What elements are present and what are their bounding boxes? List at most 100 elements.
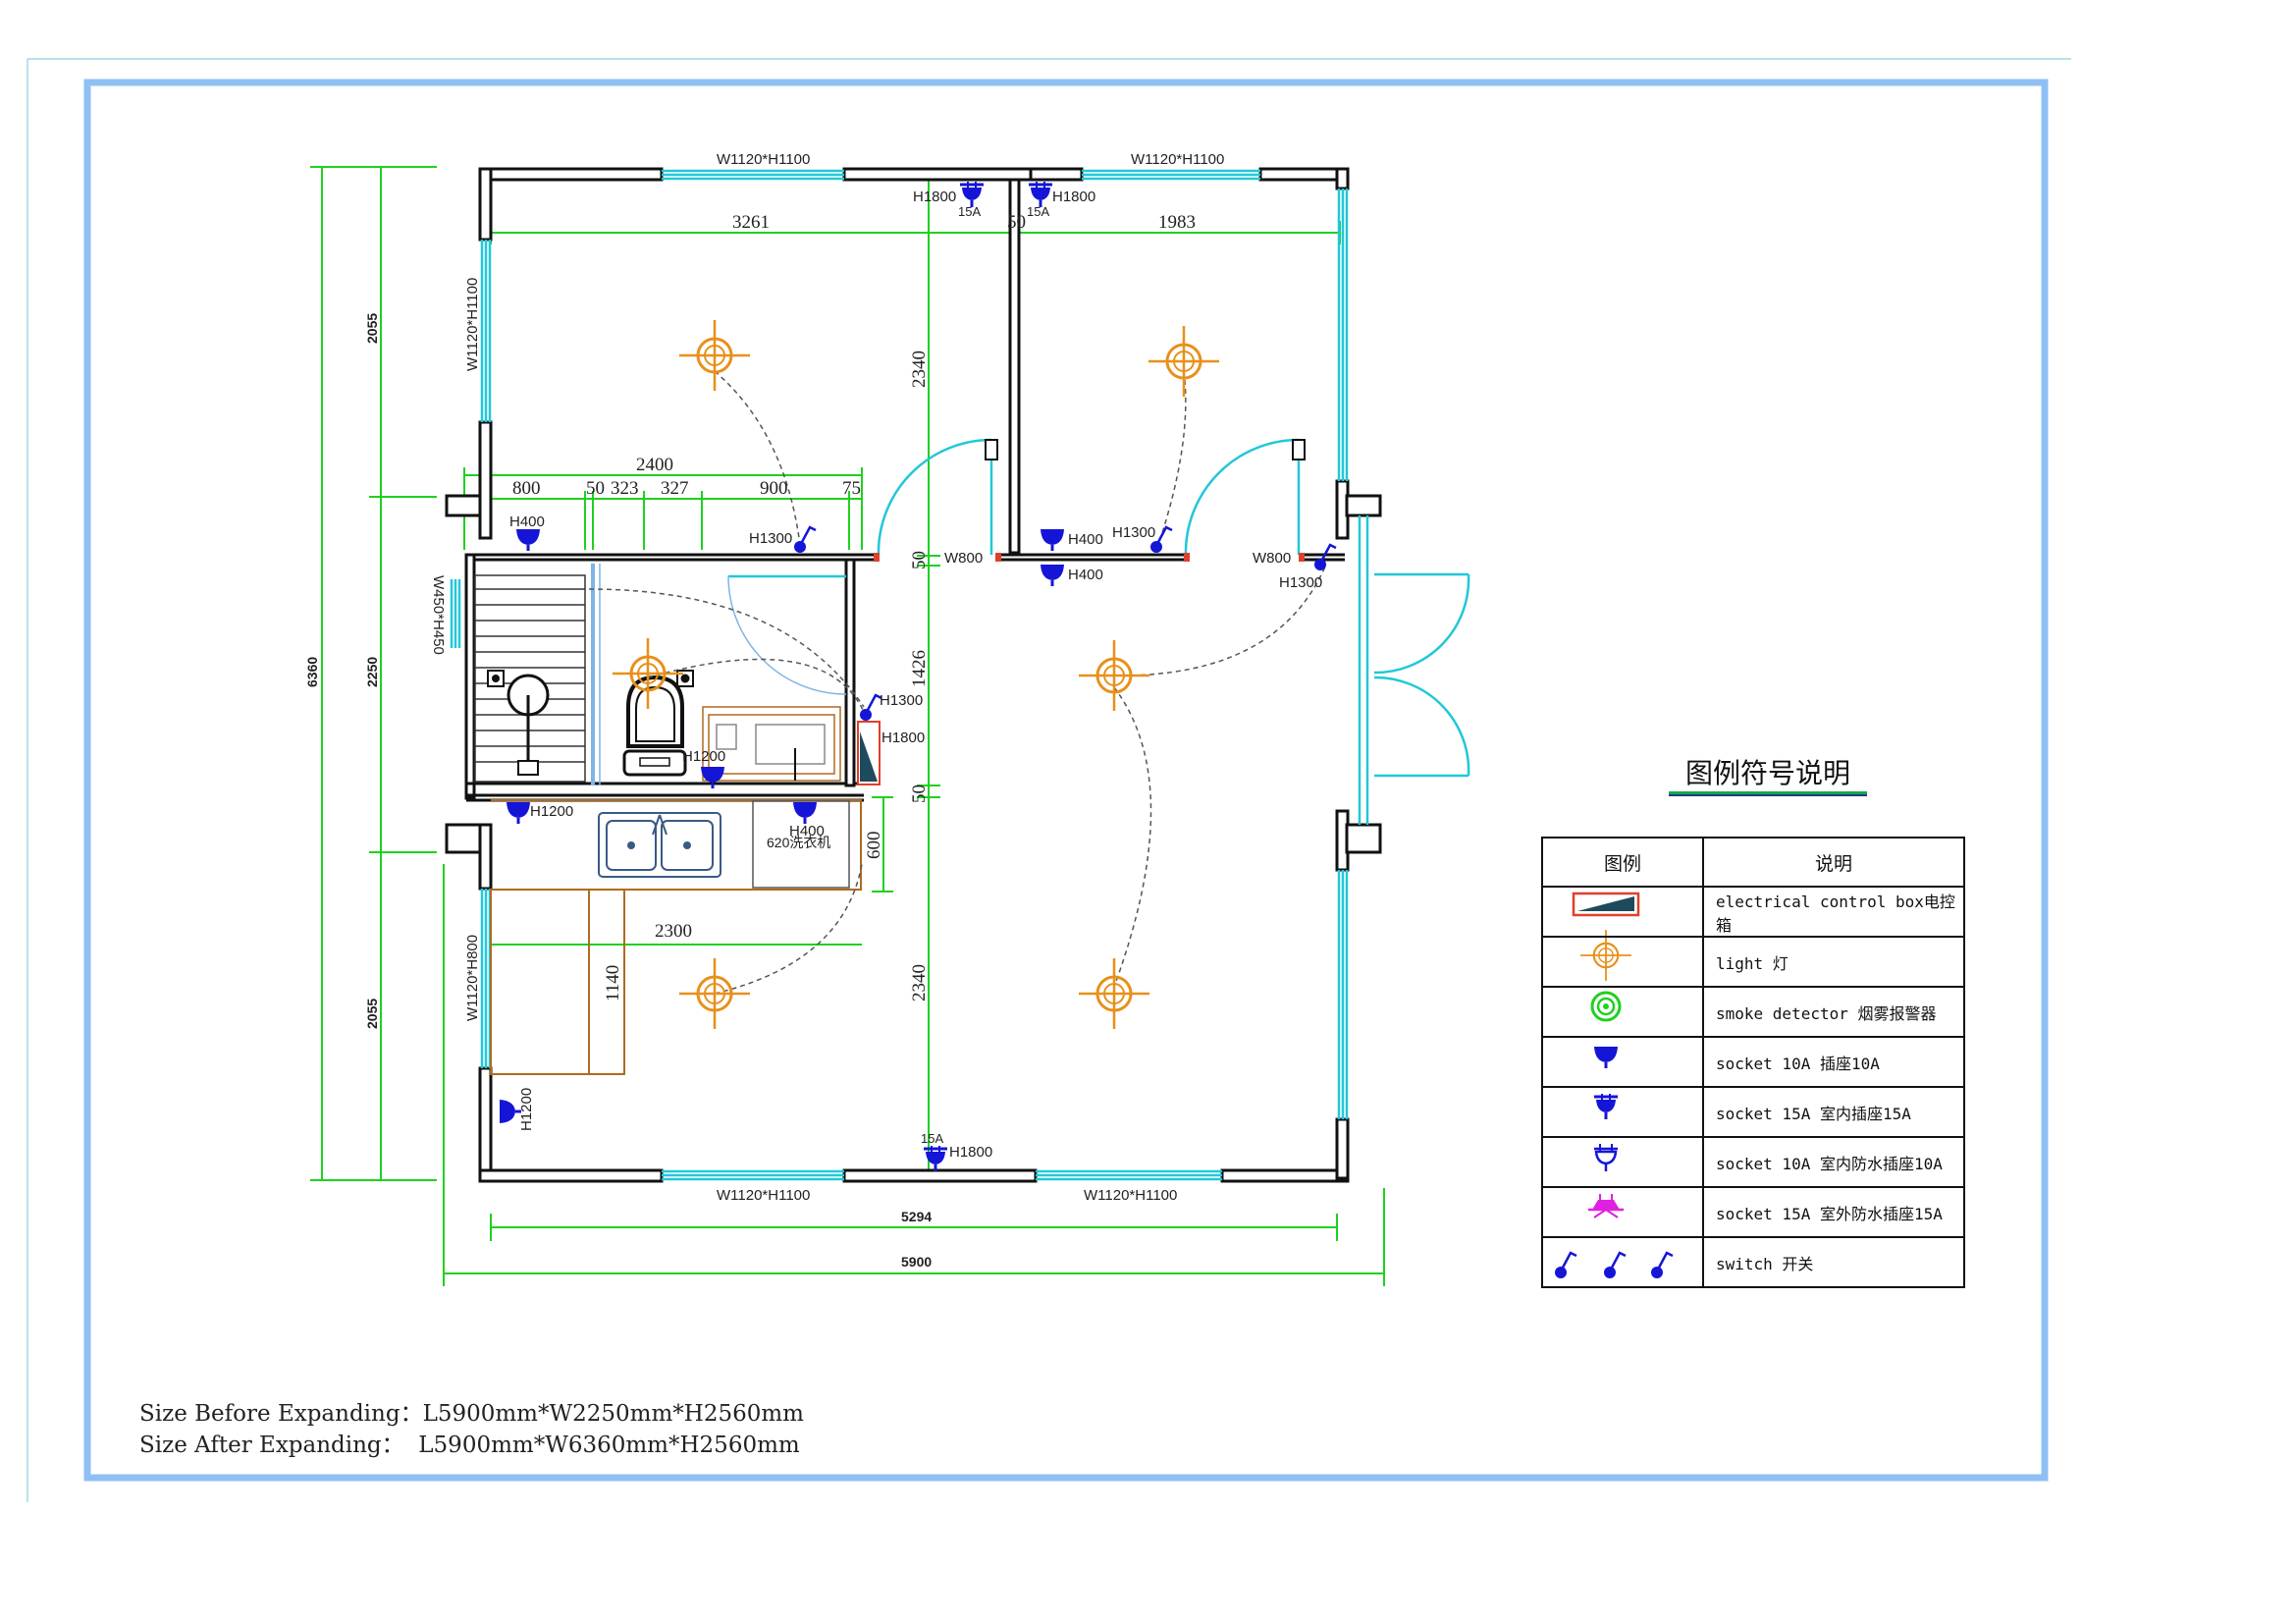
legend-desc: socket 15A 室内插座15A xyxy=(1702,1086,1965,1138)
door-frames xyxy=(985,439,1306,460)
legend-title: 图例符号说明 xyxy=(1684,757,1850,789)
kitchen-counter xyxy=(490,799,862,1075)
legend-symbol-cell xyxy=(1541,1036,1704,1088)
height-tag: H1300 xyxy=(1112,524,1155,541)
height-tag: H1800 xyxy=(1052,189,1095,205)
dim-label: 1983 xyxy=(1158,212,1196,233)
dim-label: 2055 xyxy=(364,313,380,344)
doors xyxy=(727,438,1470,778)
height-tag: H400 xyxy=(1068,567,1103,583)
wiring xyxy=(588,370,1326,995)
vanity-cabinet xyxy=(702,706,841,782)
dim-label: 2340 xyxy=(909,351,930,388)
socket-10a-icon xyxy=(505,800,532,826)
drawing-border xyxy=(83,79,2049,1482)
height-tag: H1300 xyxy=(749,530,792,547)
socket-10a-icon xyxy=(1039,563,1066,588)
dim-label: 1140 xyxy=(603,965,623,1001)
toilet xyxy=(622,670,694,777)
socket-10a-icon xyxy=(791,800,819,826)
legend-row: socket 10A 插座10A xyxy=(1541,1036,1965,1088)
height-tag: H400 xyxy=(1068,531,1103,548)
dim-label: 2055 xyxy=(364,999,380,1029)
switch-icon xyxy=(858,693,883,723)
legend-desc: socket 10A 室内防水插座10A xyxy=(1702,1136,1965,1188)
light-icon xyxy=(677,318,752,393)
door-label: W800 xyxy=(944,550,983,567)
dim-label: 2250 xyxy=(364,657,380,687)
dim-label: 6360 xyxy=(304,657,320,687)
light-icon xyxy=(1147,324,1221,399)
window-labels: W1120*H1100 W1120*H1100 W1120*H1100 W112… xyxy=(430,151,1291,1204)
legend-symbol-cell xyxy=(1541,1186,1704,1238)
light-icon xyxy=(1077,638,1151,713)
dim-label: 50 xyxy=(909,551,930,569)
socket-10a-icon xyxy=(514,527,542,553)
height-tags: H1800 15A H1800 15A H400 H1300 H400 H400… xyxy=(509,189,1322,1161)
legend-symbol-cell xyxy=(1541,986,1704,1038)
height-tag: H1800 xyxy=(881,730,925,746)
legend-symbol-cell xyxy=(1541,1236,1704,1288)
switch-icon xyxy=(792,525,818,555)
switch-icon xyxy=(1312,543,1338,572)
legend-row: socket 10A 室内防水插座10A xyxy=(1541,1136,1965,1188)
window-label: W1120*H1100 xyxy=(1084,1187,1177,1204)
height-tag: H1800 xyxy=(913,189,956,205)
dim-label: 2300 xyxy=(655,921,692,942)
amp-tag: 15A xyxy=(1027,204,1049,219)
electrical-control-box xyxy=(857,721,881,785)
window-label: W1120*H1100 xyxy=(464,278,481,371)
height-tag: H1200 xyxy=(530,803,573,820)
dim-label: 323 xyxy=(611,478,639,499)
window-label: W1120*H1100 xyxy=(717,151,810,168)
kitchen-sink xyxy=(598,812,721,878)
socket-10a-icon xyxy=(699,765,726,790)
height-tag: H1300 xyxy=(880,692,923,709)
size-after-expanding: Size After Expanding： L5900mm*W6360mm*H2… xyxy=(139,1433,800,1458)
dim-label: 800 xyxy=(512,478,541,499)
legend-row: smoke detector 烟雾报警器 xyxy=(1541,986,1965,1038)
amp-tag: 15A xyxy=(958,204,981,219)
legend-table: 图例 说明 electrical control box电控箱 light 灯 … xyxy=(1541,837,1965,1288)
walls xyxy=(445,167,1382,1183)
height-tag: H400 xyxy=(789,823,825,839)
washbasin xyxy=(487,670,550,776)
legend-row: light 灯 xyxy=(1541,936,1965,988)
legend-row: switch 开关 xyxy=(1541,1236,1965,1288)
window-label: W1120*H1100 xyxy=(717,1187,810,1204)
dimension-labels: 3261 50 1983 2055 2250 2055 6360 2400 80… xyxy=(304,212,1196,1270)
legend-symbol-cell xyxy=(1541,1086,1704,1138)
legend-header-symbol: 图例 xyxy=(1541,837,1704,888)
legend-header-row: 图例 说明 xyxy=(1541,837,1965,888)
window-label: W1120*H1100 xyxy=(1131,151,1224,168)
legend-title-underline xyxy=(1669,791,1867,796)
height-tag: H400 xyxy=(509,514,545,530)
height-tag: H1800 xyxy=(949,1144,992,1161)
dim-label: 5294 xyxy=(901,1209,932,1224)
legend-desc: smoke detector 烟雾报警器 xyxy=(1702,986,1965,1038)
washing-machine xyxy=(752,800,850,889)
dim-label: 3261 xyxy=(732,212,770,233)
legend-desc: socket 15A 室外防水插座15A xyxy=(1702,1186,1965,1238)
appliance-label: 620洗衣机 xyxy=(767,835,830,850)
legend-symbol-cell xyxy=(1541,1136,1704,1188)
legend-symbol-cell xyxy=(1541,936,1704,988)
legend-row: socket 15A 室外防水插座15A xyxy=(1541,1186,1965,1238)
height-tag: H1200 xyxy=(518,1088,535,1131)
legend-row: socket 15A 室内插座15A xyxy=(1541,1086,1965,1138)
legend-row: electrical control box电控箱 xyxy=(1541,886,1965,938)
light-icon xyxy=(677,956,752,1031)
shower-area xyxy=(474,564,601,785)
light-icon xyxy=(1077,956,1151,1031)
socket-15a-icon xyxy=(922,1144,949,1173)
amp-tag: 15A xyxy=(921,1131,943,1146)
legend-header-desc: 说明 xyxy=(1702,837,1965,888)
height-tag: H1200 xyxy=(682,748,725,765)
legend-desc: light 灯 xyxy=(1702,936,1965,988)
dim-label: 1426 xyxy=(909,650,930,687)
dim-label: 5900 xyxy=(901,1254,932,1270)
dim-label: 2400 xyxy=(636,455,673,475)
legend-desc: switch 开关 xyxy=(1702,1236,1965,1288)
dim-label: 50 xyxy=(1007,212,1026,233)
window-label: W450*H450 xyxy=(430,575,447,655)
